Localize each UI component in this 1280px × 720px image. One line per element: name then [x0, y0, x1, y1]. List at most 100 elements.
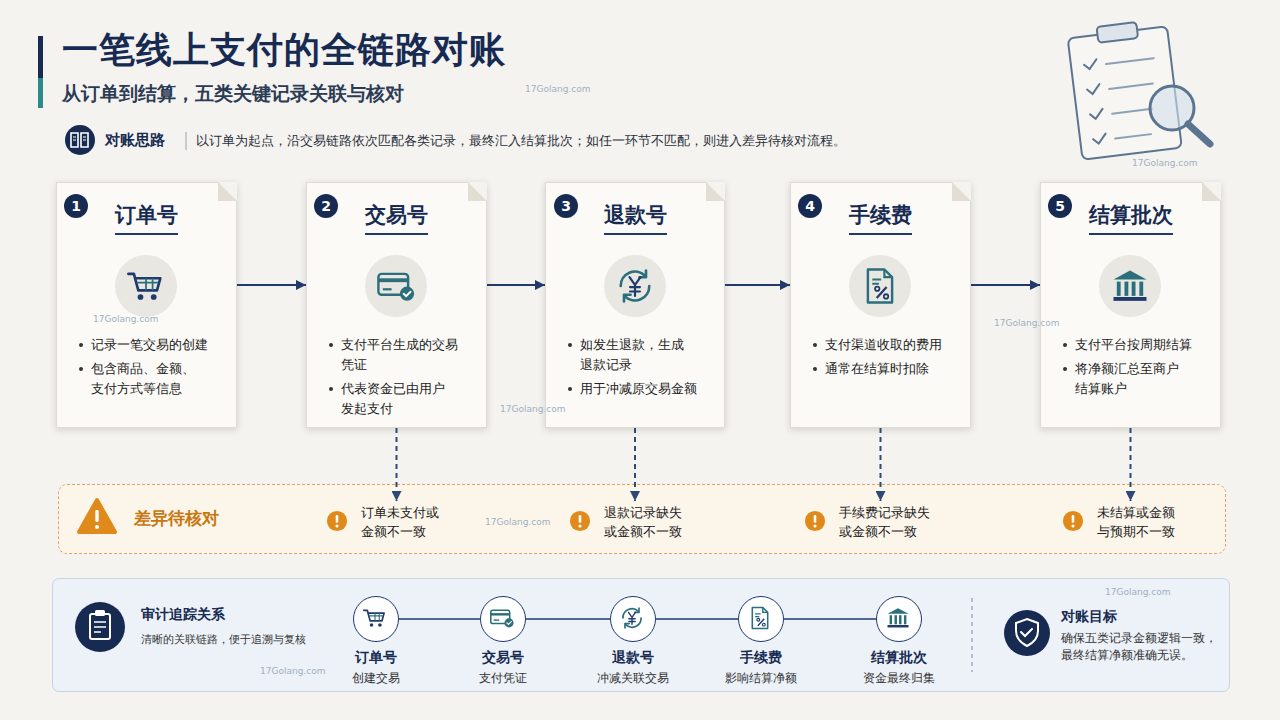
description-text: 以订单为起点，沿交易链路依次匹配各类记录，最终汇入结算批次；如任一环节不匹配，则…: [196, 133, 846, 150]
bullet-item: 通常在结算时扣除: [813, 359, 947, 379]
panel-subtext: 清晰的关联链路，便于追溯与复核: [141, 632, 306, 647]
chain-heading: 结算批次: [871, 649, 927, 667]
chain-heading: 订单号: [355, 649, 397, 667]
bullet-dot: [79, 367, 83, 371]
flow-connector: [1130, 428, 1132, 501]
watermark: 17Golang.com: [485, 517, 550, 527]
discrepancy-item: 订单未支付或金额不一致: [323, 501, 453, 543]
section-label: 对账思路: [105, 131, 165, 150]
band-title: 差异待核对: [134, 507, 219, 530]
magnifier-illustration: [1150, 86, 1210, 144]
bullet-dot: [1063, 343, 1067, 347]
discrepancy-item: 退款记录缺失或金额不一致: [566, 501, 696, 543]
chain-subtext: 冲减关联交易: [597, 670, 669, 687]
bullet-item: 用于冲减原交易金额: [568, 379, 702, 399]
flow-connector: [880, 428, 882, 501]
card-heading: 结算批次: [1089, 201, 1173, 235]
svg-path: [1188, 124, 1210, 144]
watermark: 17Golang.com: [1105, 587, 1170, 597]
callout-number: 4: [798, 194, 822, 218]
chain-subtext: 资金最终归集: [863, 670, 935, 687]
bullet-item: 支付渠道收取的费用: [813, 335, 947, 355]
chain-circle: 退款号冲减关联交易: [610, 596, 656, 642]
bullet-text: 通常在结算时扣除: [825, 359, 947, 379]
goal-block: 对账目标确保五类记录金额逻辑一致，最终结算净额准确无误。: [1006, 606, 1221, 668]
discrepancy-text: 订单未支付或金额不一致: [361, 503, 441, 541]
card-heading: 订单号: [115, 201, 178, 235]
callout-number: 3: [554, 194, 578, 218]
title-accent-bar: [38, 36, 43, 108]
discrepancy-item: 未结算或金额与预期不一致: [1059, 501, 1194, 543]
bullet-item: 包含商品、金额、支付方式等信息: [79, 359, 211, 399]
clipboard-illustration: [1067, 18, 1182, 159]
callout-number: 5: [1048, 194, 1072, 218]
svg-rect: [1068, 26, 1182, 159]
goal-text: 确保五类记录金额逻辑一致，最终结算净额准确无误。: [1061, 630, 1219, 664]
chain-circle: 交易号支付凭证: [480, 596, 526, 642]
bullet-list: 支付渠道收取的费用通常在结算时扣除: [813, 335, 947, 383]
discrepancy-text: 未结算或金额与预期不一致: [1097, 503, 1177, 541]
record-card: 交易号支付平台生成的交易凭证代表资金已由用户发起支付: [306, 182, 487, 428]
bullet-item: 记录一笔交易的创建: [79, 335, 211, 355]
bullet-text: 将净额汇总至商户结算账户: [1075, 359, 1181, 399]
card-heading: 交易号: [365, 201, 428, 235]
audit-panel: 审计追踪关系清晰的关联链路，便于追溯与复核订单号创建交易交易号支付凭证退款号冲减…: [52, 578, 1230, 692]
bullet-text: 支付渠道收取的费用: [825, 335, 947, 355]
discrepancy-item: 手续费记录缺失或金额不一致: [801, 501, 936, 543]
bullet-text: 记录一笔交易的创建: [91, 335, 211, 355]
discrepancy-text: 退款记录缺失或金额不一致: [604, 503, 684, 541]
flow-connector: [725, 284, 790, 286]
svg-path: [71, 133, 88, 147]
bullet-text: 如发生退款，生成退款记录: [580, 335, 686, 375]
svg-path: [73, 137, 86, 140]
svg-path: [1084, 59, 1107, 144]
bullet-list: 如发生退款，生成退款记录用于冲减原交易金额: [568, 335, 702, 403]
bullet-text: 支付平台按周期结算: [1075, 335, 1197, 355]
subtitle: 从订单到结算，五类关键记录关联与核对: [62, 81, 404, 107]
bullet-list: 支付平台生成的交易凭证代表资金已由用户发起支付: [329, 335, 463, 423]
bullet-item: 支付平台按周期结算: [1063, 335, 1197, 355]
record-card: 结算批次支付平台按周期结算将净额汇总至商户结算账户: [1040, 182, 1221, 428]
idea-icon: [65, 125, 95, 155]
record-card: 订单号记录一笔交易的创建包含商品、金额、支付方式等信息: [56, 182, 237, 428]
bullet-dot: [813, 367, 817, 371]
svg-rect: [1096, 22, 1138, 43]
bullet-text: 支付平台生成的交易凭证: [341, 335, 463, 375]
bullet-item: 支付平台生成的交易凭证: [329, 335, 463, 375]
bullet-dot: [813, 343, 817, 347]
record-card: 退款号如发生退款，生成退款记录用于冲减原交易金额: [545, 182, 725, 428]
bullet-item: 将净额汇总至商户结算账户: [1063, 359, 1197, 399]
svg-path: [1106, 58, 1163, 138]
bullet-text: 包含商品、金额、支付方式等信息: [91, 359, 197, 399]
panel-heading: 审计追踪关系: [141, 606, 225, 624]
svg-rect: [38, 36, 43, 78]
flow-connector: [399, 618, 480, 619]
chain-subtext: 创建交易: [352, 670, 400, 687]
bullet-dot: [79, 343, 83, 347]
chain-heading: 交易号: [482, 649, 524, 667]
watermark: 17Golang.com: [500, 404, 565, 414]
card-heading: 手续费: [849, 201, 912, 235]
svg-circle: [65, 125, 95, 155]
watermark: 17Golang.com: [525, 84, 590, 94]
record-card: 手续费支付渠道收取的费用通常在结算时扣除: [790, 182, 971, 428]
chain-circle: 订单号创建交易: [353, 596, 399, 642]
callout-number: 2: [314, 194, 338, 218]
flow-connector: [784, 618, 876, 619]
flow-connector: [237, 284, 306, 286]
discrepancy-band: 差异待核对 订单未支付或金额不一致 退款记录缺失或金额不一致 手续费记录缺失或金额不一…: [58, 484, 1226, 554]
watermark: 17Golang.com: [994, 318, 1059, 328]
chain-circle: 结算批次资金最终归集: [876, 596, 922, 642]
flow-connector: [656, 618, 738, 619]
watermark: 17Golang.com: [93, 314, 158, 324]
bullet-item: 代表资金已由用户发起支付: [329, 379, 463, 419]
watermark: 17Golang.com: [260, 666, 325, 676]
chain-circle: 手续费影响结算净额: [738, 596, 784, 642]
bullet-dot: [568, 387, 572, 391]
bullet-dot: [1063, 367, 1067, 371]
bullet-dot: [568, 343, 572, 347]
goal-heading: 对账目标: [1061, 608, 1117, 626]
svg-rect: [38, 78, 43, 108]
bullet-item: 如发生退款，生成退款记录: [568, 335, 702, 375]
